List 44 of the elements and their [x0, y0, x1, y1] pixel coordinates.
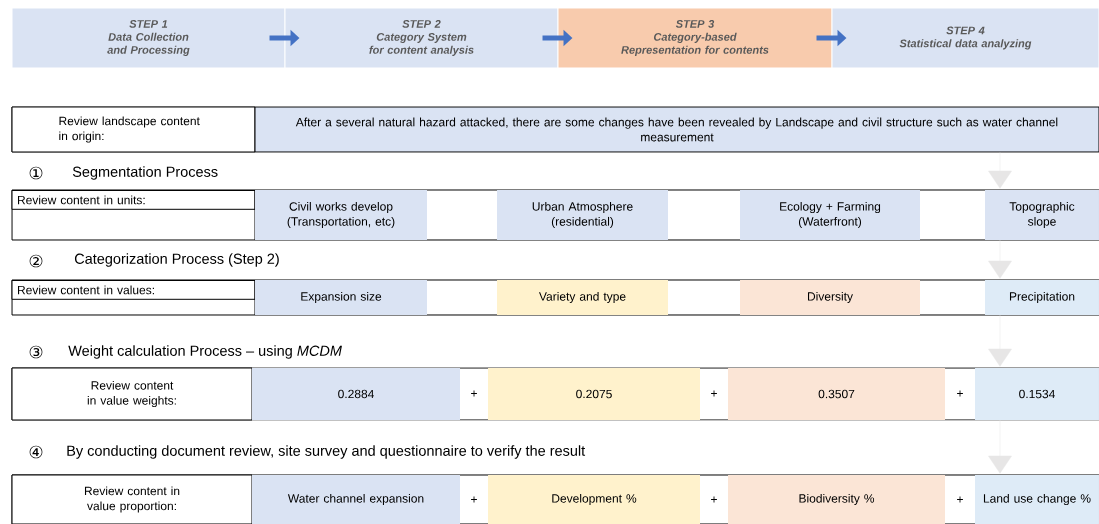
value-cell: 0.2075 [488, 368, 700, 420]
plus-sign: + [711, 390, 717, 397]
value-cell: Development % [488, 475, 700, 524]
value-cell: Precipitation [985, 280, 1099, 315]
step-number: ③ [29, 345, 43, 359]
step-number: ① [29, 166, 43, 180]
step-box: STEP 2 Category System for content analysis [284, 7, 559, 69]
value-cell: Urban Atmosphere (residential) [497, 190, 668, 240]
section-heading: Weight calculation Process – using MCDM [68, 345, 342, 359]
value-cell: 0.1534 [975, 368, 1099, 420]
plus-sign: + [957, 496, 963, 503]
plus-sign: + [957, 390, 963, 397]
value-cell: Water channel expansion [252, 475, 460, 524]
section-heading: By conducting document review, site survey and questionnaire to verify the result [67, 445, 586, 459]
value-cell: 0.2884 [252, 368, 460, 420]
row-label-cell: Review content in value weights: [11, 367, 253, 421]
section-heading: Categorization Process (Step 2) [74, 253, 279, 267]
down-arrow [988, 152, 1012, 189]
value-cell: 0.3507 [728, 368, 945, 420]
step-box: STEP 1 Data Collection and Processing [11, 7, 286, 69]
plus-sign: + [471, 390, 477, 397]
value-cell: After a several natural hazard attacked, there are some changes have been revealed by Landscape and civil structure such as water channel measurement [254, 106, 1099, 153]
down-arrow [988, 314, 1012, 367]
value-cell: Biodiversity % [728, 475, 945, 524]
step-number: ② [29, 254, 43, 268]
down-arrow [988, 419, 1012, 474]
step-number: ④ [29, 445, 43, 459]
down-arrow [988, 239, 1012, 279]
plus-sign: + [471, 496, 477, 503]
plus-sign: + [711, 496, 717, 503]
step-box: STEP 3 Category-based Representation for contents [557, 7, 833, 69]
row-label-cell: Review content in values: [11, 280, 256, 300]
value-cell: Expansion size [255, 280, 427, 315]
value-cell: Diversity [740, 280, 920, 315]
value-cell: Variety and type [497, 280, 668, 315]
value-cell: Ecology + Farming (Waterfront) [740, 190, 920, 240]
row-label-cell: Review landscape content in origin: [11, 106, 256, 153]
value-cell: Topographic slope [985, 190, 1099, 240]
step-box: STEP 4 Statistical data analyzing [831, 7, 1099, 69]
row-label-cell: Review content in units: [11, 190, 256, 210]
value-cell: Land use change % [975, 475, 1099, 524]
value-cell: Civil works develop (Transportation, etc) [255, 190, 427, 240]
section-heading: Segmentation Process [72, 166, 218, 180]
row-label-cell: Review content in value proportion: [11, 474, 253, 524]
